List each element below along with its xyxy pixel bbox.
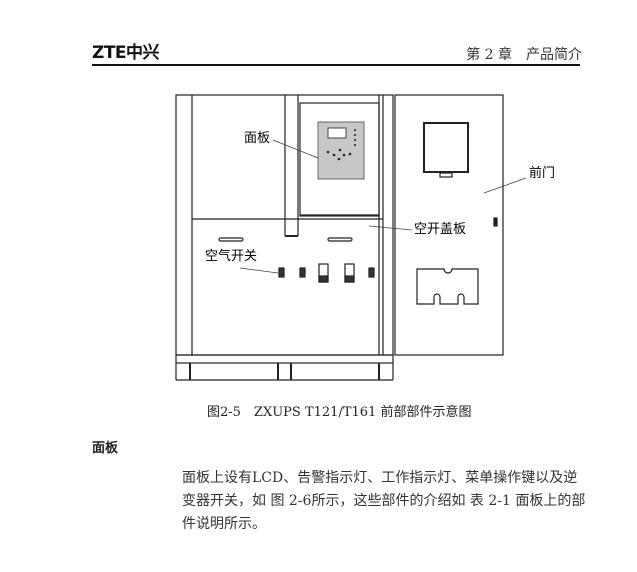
- chapter-header: 第 2 章 产品简介: [466, 47, 582, 63]
- paragraph-line: 变器开关，如 图 2-6所示，这些部件的介绍如 表 2-1 面板上的部: [182, 493, 586, 509]
- paragraph-line: 面板上设有LCD、告警指示灯、工作指示灯、菜单操作键以及逆: [182, 470, 578, 486]
- header-divider: [92, 64, 580, 66]
- label-air-switch: 空气开关: [205, 248, 257, 264]
- label-panel: 面板: [244, 131, 270, 146]
- section-heading: 面板: [92, 441, 119, 456]
- zte-logo: ZTE中兴: [92, 43, 160, 63]
- ups-front-diagram: 面板 空开盖板 空气开关 前门: [175, 94, 555, 381]
- figure-caption: 图2-5 ZXUPS T121/T161 前部部件示意图: [207, 405, 472, 420]
- label-front-door: 前门: [529, 165, 555, 181]
- paragraph-line: 件说明所示。: [182, 516, 266, 532]
- lcd-screen: [327, 127, 347, 139]
- door-cutout: [416, 268, 479, 305]
- front-door: [394, 94, 504, 356]
- label-breaker-cover: 空开盖板: [414, 222, 466, 237]
- door-window: [423, 122, 469, 173]
